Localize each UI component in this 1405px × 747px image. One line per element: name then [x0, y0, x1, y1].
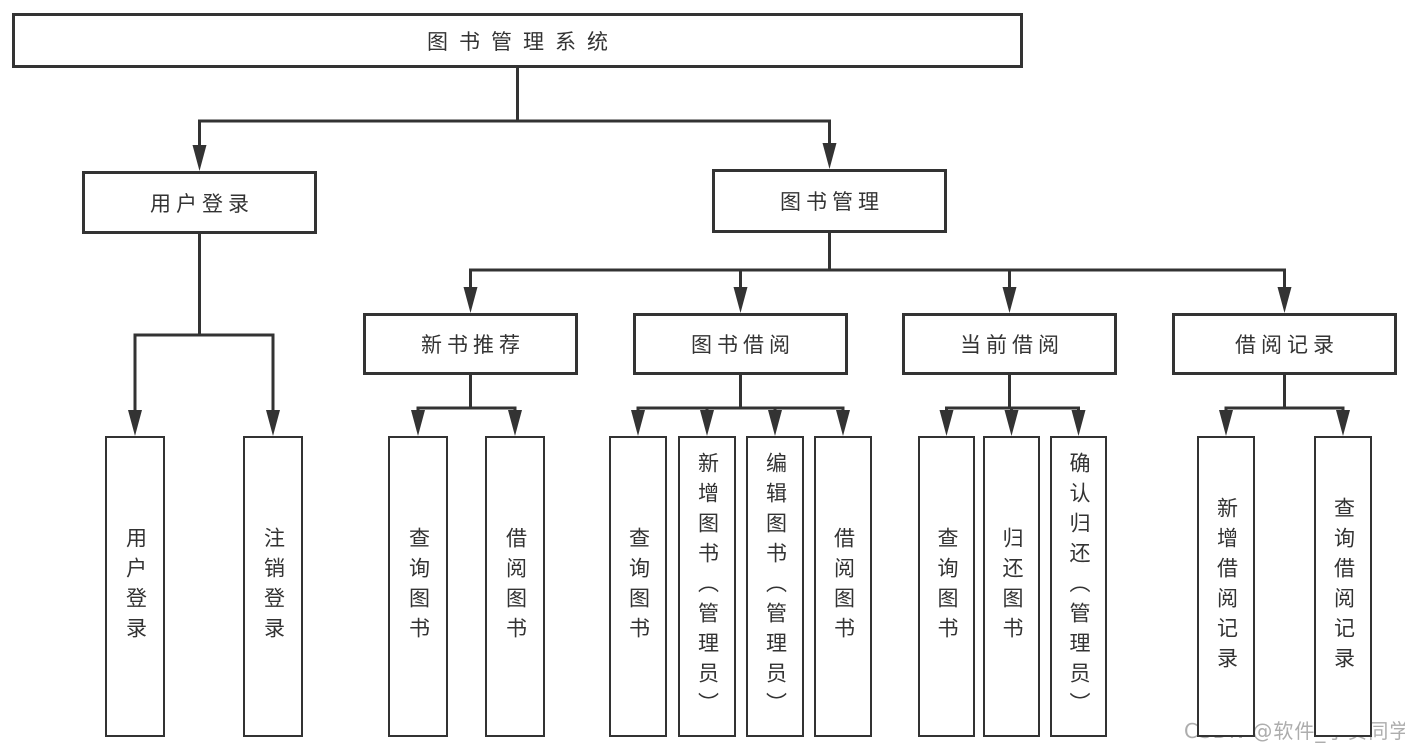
node-user-login: 用户登录 — [105, 436, 165, 737]
arrowhead-icon — [1277, 287, 1292, 313]
arrowhead-icon — [463, 287, 478, 313]
node-query-book-3: 查询图书 — [918, 436, 975, 737]
node-root: 图书管理系统 — [12, 13, 1023, 68]
arrowhead-icon — [1219, 410, 1233, 436]
node-label-query-book-2: 查询图书 — [626, 526, 651, 647]
node-login: 用户登录 — [82, 171, 317, 234]
node-query-book-2: 查询图书 — [609, 436, 667, 737]
node-label-return-book: 归还图书 — [1000, 526, 1024, 647]
node-label-borrow-records: 借阅记录 — [1235, 333, 1339, 357]
node-borrow-book-1: 借阅图书 — [485, 436, 545, 737]
node-label-current-borrow: 当前借阅 — [960, 333, 1064, 357]
node-query-book-1: 查询图书 — [388, 436, 448, 737]
node-book-mgmt: 图书管理 — [712, 169, 947, 233]
node-label-login: 用户登录 — [150, 191, 254, 216]
node-add-book-admin: 新增图书（管理员） — [678, 436, 736, 737]
node-return-book: 归还图书 — [983, 436, 1040, 737]
node-add-borrow-record: 新增借阅记录 — [1197, 436, 1255, 737]
node-logout: 注销登录 — [243, 436, 303, 737]
node-edit-book-admin: 编辑图书（管理员） — [746, 436, 804, 737]
node-label-confirm-return-admin: 确认归还（管理员） — [1067, 451, 1091, 722]
node-label-query-book-3: 查询图书 — [935, 526, 959, 647]
node-label-book-mgmt: 图书管理 — [780, 190, 884, 214]
arrowhead-icon — [768, 410, 782, 436]
arrowhead-icon — [128, 410, 142, 436]
node-label-root: 图书管理系统 — [427, 29, 619, 54]
node-label-add-borrow-record: 新增借阅记录 — [1214, 496, 1239, 677]
arrowhead-icon — [266, 410, 280, 436]
node-label-borrow-book-1: 借阅图书 — [503, 526, 528, 647]
node-label-query-borrow-record: 查询借阅记录 — [1331, 496, 1356, 677]
arrowhead-icon — [1071, 410, 1086, 436]
arrowhead-icon — [411, 410, 425, 436]
arrowhead-icon — [1336, 410, 1350, 436]
arrowhead-icon — [1004, 410, 1019, 436]
node-new-book-recommend: 新书推荐 — [363, 313, 578, 375]
node-query-borrow-record: 查询借阅记录 — [1314, 436, 1372, 737]
node-label-query-book-1: 查询图书 — [406, 526, 431, 647]
node-borrow-records: 借阅记录 — [1172, 313, 1397, 375]
arrowhead-icon — [192, 145, 207, 171]
arrowhead-icon — [631, 410, 645, 436]
node-borrow-book-2: 借阅图书 — [814, 436, 872, 737]
node-label-new-book-recommend: 新书推荐 — [421, 333, 525, 357]
arrowhead-icon — [733, 287, 748, 313]
arrowhead-icon — [700, 410, 714, 436]
node-label-book-borrow: 图书借阅 — [691, 333, 795, 357]
node-confirm-return-admin: 确认归还（管理员） — [1050, 436, 1107, 737]
node-label-logout: 注销登录 — [261, 526, 286, 647]
node-label-edit-book-admin: 编辑图书（管理员） — [763, 451, 788, 722]
arrowhead-icon — [822, 143, 837, 169]
node-book-borrow: 图书借阅 — [633, 313, 848, 375]
arrowhead-icon — [1002, 287, 1017, 313]
node-current-borrow: 当前借阅 — [902, 313, 1117, 375]
arrowhead-icon — [939, 410, 954, 436]
node-label-user-login: 用户登录 — [123, 526, 148, 647]
arrowhead-icon — [836, 410, 850, 436]
node-label-borrow-book-2: 借阅图书 — [831, 526, 856, 647]
arrowhead-icon — [508, 410, 522, 436]
node-label-add-book-admin: 新增图书（管理员） — [695, 451, 720, 722]
